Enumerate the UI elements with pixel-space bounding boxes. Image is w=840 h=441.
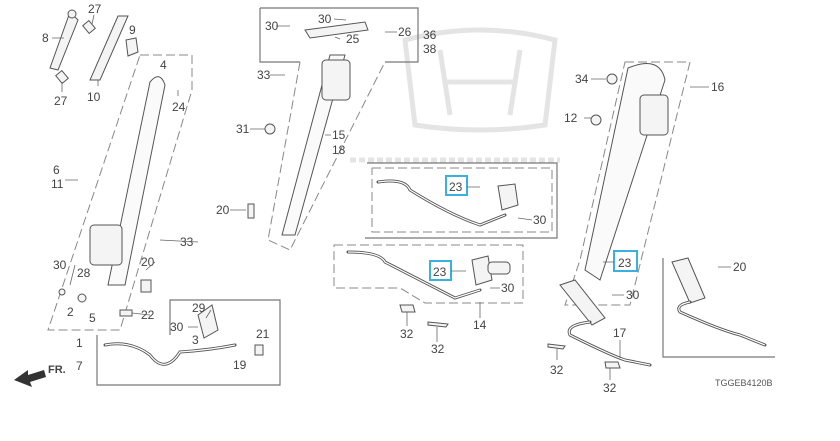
callout-2: 2: [67, 305, 74, 319]
callout-33: 33: [257, 68, 271, 82]
upper-bracket-box: [259, 7, 419, 63]
callout-8: 8: [42, 31, 49, 45]
callout-23: 23: [449, 180, 463, 194]
callout-7: 7: [76, 359, 83, 373]
callout-11: 11: [51, 177, 64, 191]
callout-28: 28: [77, 266, 91, 280]
callout-27: 27: [54, 94, 68, 108]
pillar-cover: [89, 15, 129, 81]
leader-lines: [52, 14, 731, 380]
callout-18: 18: [332, 143, 346, 157]
callout-30: 30: [533, 213, 547, 227]
callout-27: 27: [88, 2, 102, 16]
callout-labels-middle: 30 30 26 25 36 38 33 31 15 18 20 23 30 2…: [216, 12, 547, 356]
callout-32: 32: [431, 342, 445, 356]
callout-30: 30: [53, 258, 67, 272]
callout-1: 1: [76, 336, 83, 350]
callout-38: 38: [423, 42, 437, 56]
bolt: [119, 309, 133, 317]
callout-34: 34: [575, 72, 589, 86]
callout-36: 36: [423, 28, 437, 42]
callout-30: 30: [265, 19, 279, 33]
center-buckle: [376, 179, 519, 227]
anchor-bracket: [304, 21, 369, 39]
guide-clip: [125, 37, 139, 57]
washer: [77, 293, 87, 303]
callout-32: 32: [603, 381, 617, 395]
callout-14: 14: [473, 318, 487, 332]
nut: [58, 288, 66, 296]
rear-buckle-outline: [333, 244, 524, 304]
nut: [606, 73, 618, 85]
upper-anchor-adjuster: [49, 9, 96, 85]
callout-29: 29: [192, 301, 206, 315]
callout-21: 21: [256, 327, 270, 341]
callout-23: 23: [618, 256, 632, 270]
rear-right-belt-outline: [564, 61, 691, 306]
front-arrow: [14, 370, 46, 387]
callout-9: 9: [129, 23, 136, 37]
honda-logo-watermark: [350, 27, 560, 163]
bolt: [140, 279, 152, 293]
callout-19: 19: [233, 358, 247, 372]
callout-labels-right: 34 16 12 23 30 20 17 32 32 TGGEB4120B: [550, 72, 773, 395]
callout-20: 20: [216, 203, 230, 217]
clip: [427, 321, 449, 328]
rear-center-buckle-box: [662, 258, 775, 358]
callout-15: 15: [332, 128, 346, 142]
callout-12: 12: [564, 111, 578, 125]
callout-17: 17: [613, 326, 627, 340]
callout-5: 5: [89, 311, 96, 325]
diagram-code: TGGEB4120B: [715, 378, 773, 388]
callout-31: 31: [236, 122, 250, 136]
front-buckle: [103, 304, 237, 366]
callout-30: 30: [501, 281, 515, 295]
buckle-group-outline: [96, 299, 281, 386]
retractor: [639, 94, 669, 136]
bolt: [254, 344, 264, 356]
hotspot-23-rear-right-belt[interactable]: 23: [613, 250, 638, 272]
center-buckle-outline: [371, 167, 553, 233]
nut: [590, 114, 602, 126]
bolt: [247, 203, 255, 219]
callout-32: 32: [550, 363, 564, 377]
center-buckle-box: [365, 162, 558, 239]
callout-3: 3: [192, 333, 199, 347]
clip: [604, 361, 621, 369]
callout-24: 24: [172, 100, 186, 114]
callout-23: 23: [433, 265, 447, 279]
front-belt-group-outline: [47, 54, 193, 331]
callout-26: 26: [398, 25, 412, 39]
callout-30: 30: [318, 12, 332, 26]
callout-20: 20: [733, 260, 747, 274]
nut: [264, 123, 276, 135]
front-direction-label: FR.: [48, 364, 66, 376]
retractor: [89, 224, 123, 266]
rear-right-buckle: [559, 279, 652, 367]
callout-25: 25: [346, 32, 360, 46]
hotspot-23-rear-buckle[interactable]: 23: [429, 260, 452, 281]
rear-center-buckle: [671, 257, 767, 347]
clip: [399, 304, 416, 313]
callout-10: 10: [87, 90, 101, 104]
callout-6: 6: [53, 163, 60, 177]
callout-32: 32: [400, 327, 414, 341]
callout-20: 20: [141, 255, 155, 269]
callout-labels-left: 27 8 9 4 10 27 24 6 11 33 20 30 28 2 5 2…: [42, 2, 270, 376]
callout-4: 4: [160, 58, 167, 72]
callout-33: 33: [180, 235, 194, 249]
retractor: [321, 59, 351, 101]
rear-buckle: [346, 250, 511, 300]
callout-30: 30: [170, 320, 184, 334]
clip: [547, 343, 566, 350]
callout-16: 16: [711, 80, 725, 94]
hotspot-23-center-buckle[interactable]: 23: [445, 175, 468, 196]
callout-30: 30: [626, 288, 640, 302]
